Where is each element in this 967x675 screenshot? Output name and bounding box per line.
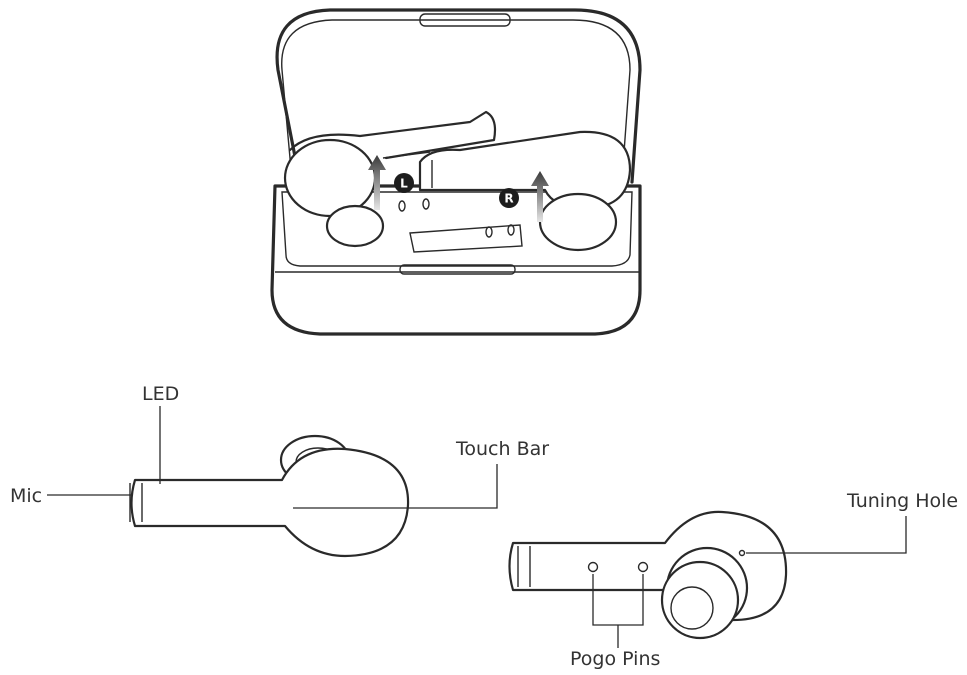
case-right-earbud	[418, 130, 632, 252]
svg-text:L: L	[400, 177, 408, 191]
svg-text:R: R	[504, 192, 513, 206]
left-badge: L	[394, 173, 414, 193]
right-badge: R	[499, 188, 519, 208]
lid-notch	[419, 13, 511, 27]
pogo-pin-1	[587, 561, 599, 573]
label-tuning-hole: Tuning Hole	[846, 490, 958, 512]
case-lid-inner	[281, 19, 631, 181]
earbud-front-view	[129, 434, 410, 558]
earbud-front-body	[130, 447, 410, 558]
case-base	[270, 184, 642, 336]
case-button	[399, 264, 516, 275]
charging-case: L R	[270, 8, 642, 336]
callout-lines	[47, 406, 907, 648]
pogo-pin-2	[637, 561, 649, 573]
tuning-hole	[738, 549, 746, 557]
label-pogo-pins: Pogo Pins	[570, 648, 660, 670]
label-led: LED	[142, 383, 179, 405]
lift-arrow-left-icon	[368, 155, 386, 210]
lift-arrow-right-icon	[531, 171, 549, 222]
case-left-earbud	[283, 110, 497, 248]
case-lid	[275, 8, 642, 184]
ear-tip-front	[660, 560, 740, 640]
case-rim	[281, 191, 633, 267]
case-slot	[409, 224, 523, 253]
label-touch-bar: Touch Bar	[455, 438, 549, 460]
label-mic: Mic	[10, 485, 42, 507]
earbud-back-view	[508, 510, 788, 640]
case-pogo-contacts	[398, 198, 515, 238]
